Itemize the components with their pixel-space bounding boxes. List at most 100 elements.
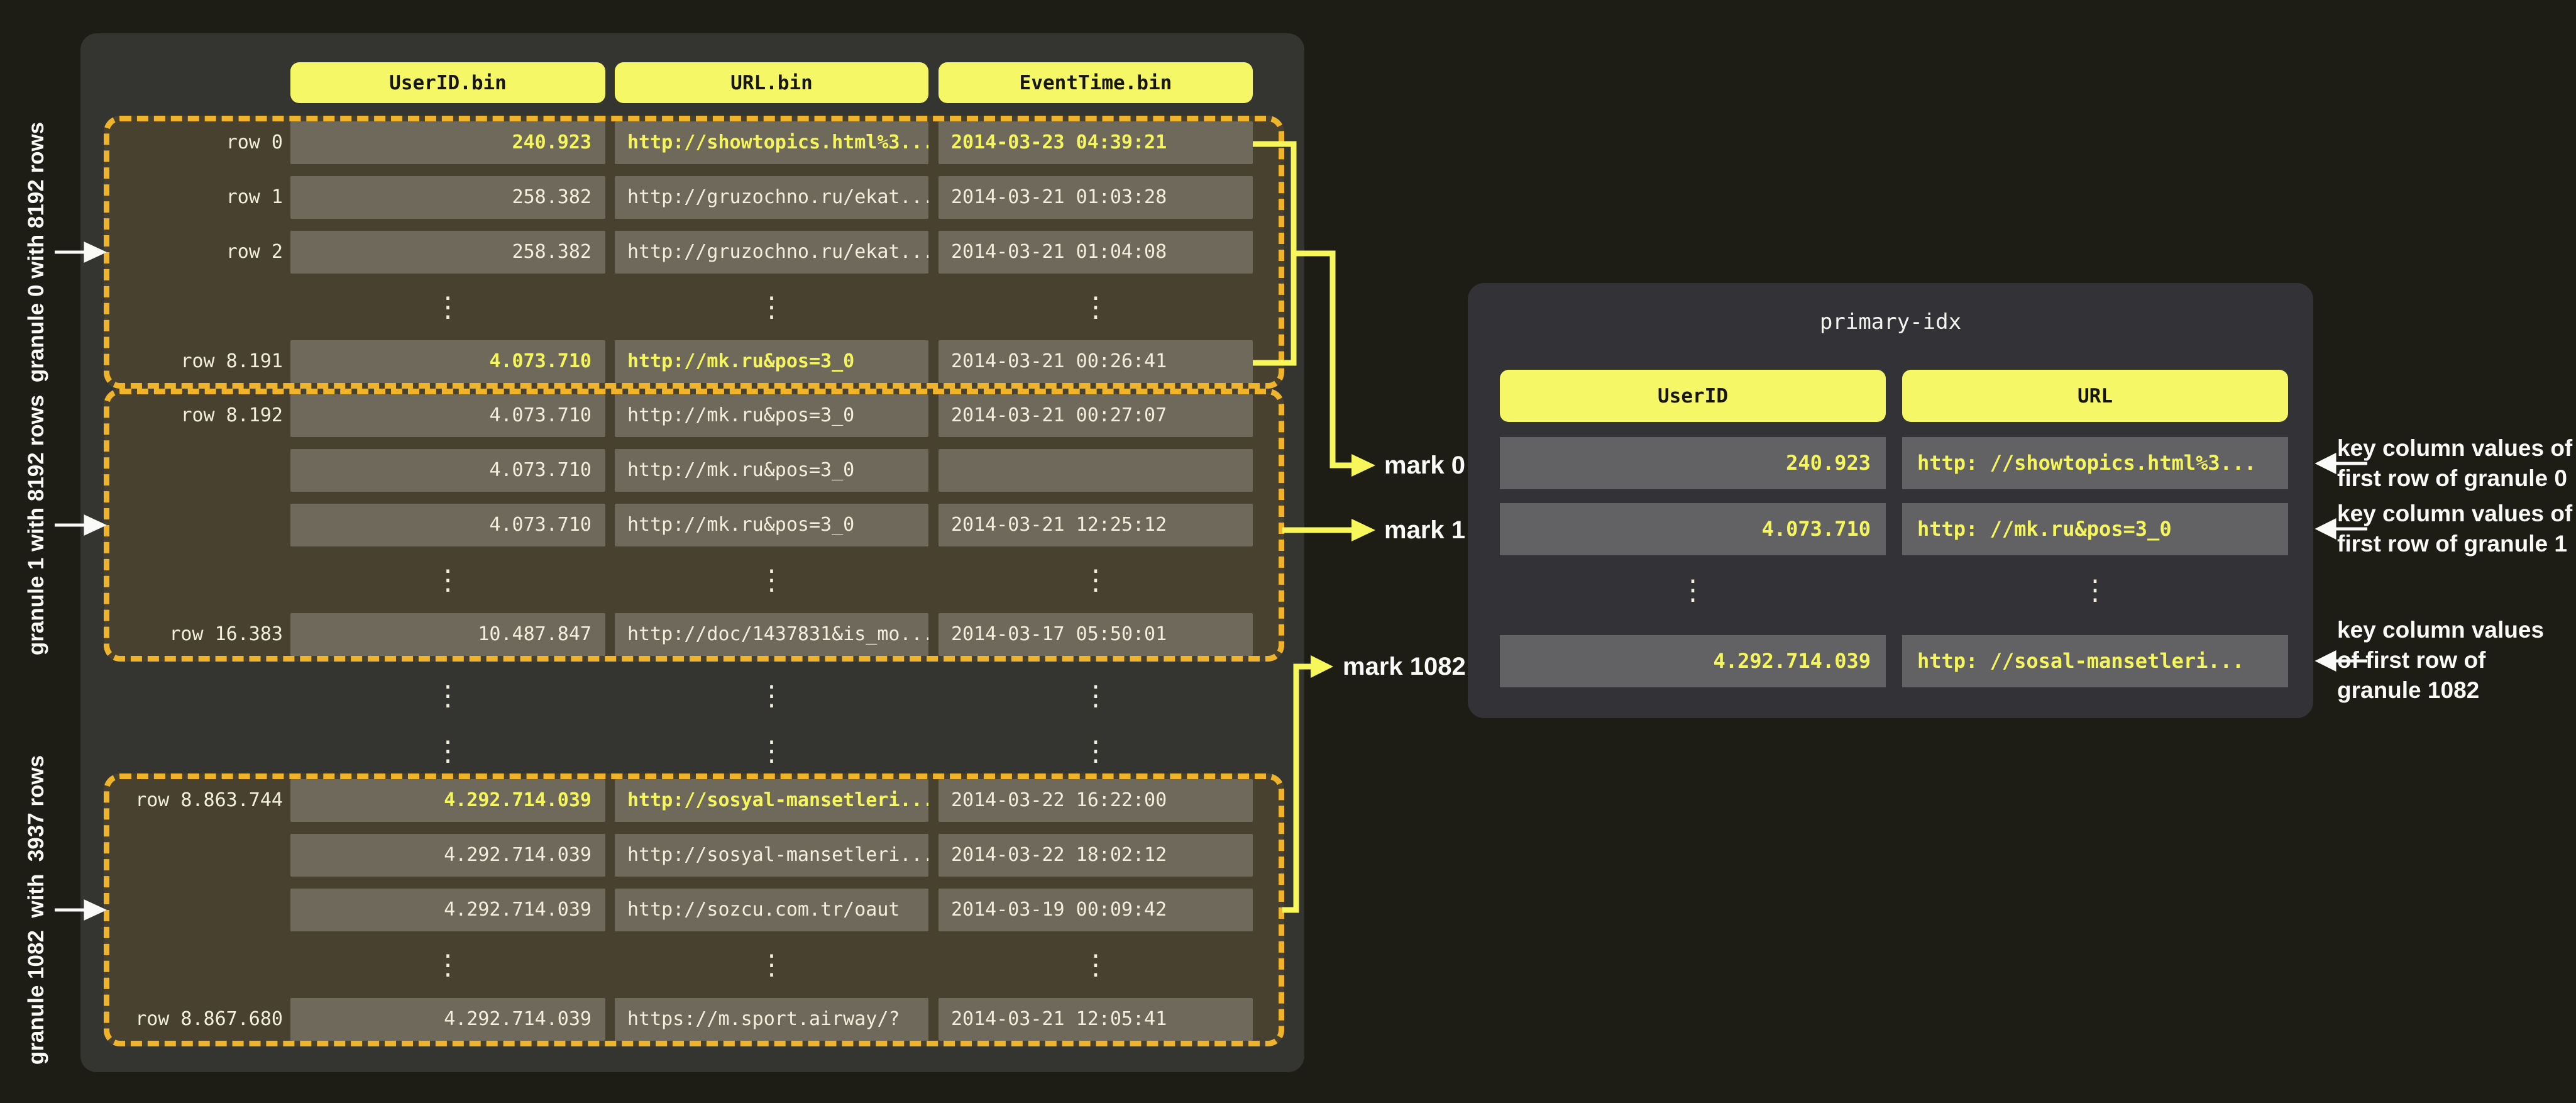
annotation-granule-1: key column values of first row of granul… [2337,501,2573,557]
vertical-ellipsis: ⋮ [757,679,786,712]
vertical-ellipsis: ⋮ [757,948,786,981]
cell-url: http://gruzochno.ru/ekat... [615,176,928,219]
vertical-ellipsis: ⋮ [757,563,786,596]
between-granules-ellipsis: ⋮ ⋮ ⋮ ⋮ ⋮ ⋮ [109,674,1253,772]
row-label [109,889,290,931]
index-cell-userid: 4.292.714.039 [1500,635,1886,687]
cell-user: 4.292.714.039 [290,998,605,1041]
mark-0-arrowhead [1351,454,1375,477]
vertical-ellipsis: ⋮ [434,734,462,767]
cell-url: http://showtopics.html%3... [615,121,928,164]
mark-1082-arrowhead [1311,655,1333,678]
vertical-ellipsis: ⋮ [434,679,462,712]
ellipsis-row: ⋮⋮⋮ [109,285,1279,328]
index-cell-url: http: //mk.ru&pos=3_0 [1902,503,2288,555]
cell-url: http://mk.ru&pos=3_0 [615,340,928,383]
cell-user: 4.073.710 [290,394,605,437]
row-label [109,558,290,601]
row-label [109,729,290,772]
cell-user: 4.292.714.039 [290,889,605,931]
primary-index-panel: primary-idx UserID URL 240.923 http: //s… [1468,283,2313,718]
ellipsis-row: ⋮ ⋮ ⋮ [109,729,1253,772]
row-label [109,504,290,546]
cell-user: 4.073.710 [290,340,605,383]
cell-time: 2014-03-21 12:25:12 [938,504,1253,546]
vertical-ellipsis: ⋮ [1082,679,1109,712]
row-label: row 2 [226,241,283,263]
vertical-ellipsis: ⋮ [757,734,786,767]
cell-url: http://sosyal-mansetleri... [615,779,928,822]
cell-time: 2014-03-21 12:05:41 [938,998,1253,1041]
cell-url: http://mk.ru&pos=3_0 [615,394,928,437]
index-cell-userid: 4.073.710 [1500,503,1886,555]
cell-user: 4.292.714.039 [290,834,605,877]
row-label: row 8.191 [180,350,283,372]
ellipsis-row: ⋮ ⋮ ⋮ [109,943,1279,986]
annotation-granule-0: key column values of first row of granul… [2337,435,2573,491]
row-label: row 1 [226,186,283,208]
mark-0-label: mark 0 [1384,452,1465,479]
vertical-ellipsis: ⋮ [1082,563,1109,596]
cell-url: http://mk.ru&pos=3_0 [615,449,928,492]
index-header-url: URL [1902,370,2288,422]
mark-1082-label: mark 1082 [1343,653,1466,680]
vertical-ellipsis: ⋮ [434,291,462,323]
mark-1-arrowhead [1351,519,1375,541]
vertical-ellipsis: ⋮ [434,563,462,596]
column-header-url-bin: URL.bin [615,62,928,103]
row-label [109,285,290,328]
vertical-ellipsis: ⋮ [1082,948,1109,981]
vertical-ellipsis: ⋮ [1679,574,1707,606]
row-label: row 8.863.744 [135,789,283,811]
cell-user: 4.073.710 [290,504,605,546]
annotation-granule-1082: key column values of first row of granul… [2337,617,2545,703]
cell-url: http://doc/1437831&is_mo... [615,613,928,656]
cell-url: http://mk.ru&pos=3_0 [615,504,928,546]
cell-user: 258.382 [290,231,605,274]
cell-time: 2014-03-21 00:27:07 [938,394,1253,437]
vertical-ellipsis: ⋮ [434,948,462,981]
cell-time: 2014-03-21 01:03:28 [938,176,1253,219]
cell-time: 2014-03-17 05:50:01 [938,613,1253,656]
cell-user: 4.292.714.039 [290,779,605,822]
cell-url: http://sozcu.com.tr/oaut [615,889,928,931]
cell-user: 258.382 [290,176,605,219]
vertical-ellipsis: ⋮ [2081,574,2109,606]
cell-time: 2014-03-23 04:39:21 [938,121,1253,164]
cell-time: 2014-03-21 00:26:41 [938,340,1253,383]
index-header-userid: UserID [1500,370,1886,422]
cell-time: 2014-03-22 16:22:00 [938,779,1253,822]
vertical-ellipsis: ⋮ [757,291,786,323]
row-label [109,834,290,877]
cell-url: https://m.sport.airway/? [615,998,928,1041]
row-label [109,943,290,986]
cell-time: 2014-03-22 18:02:12 [938,834,1253,877]
granule-1082-side-label: granule 1082 with 3937 rows [24,755,48,1065]
vertical-ellipsis: ⋮ [1082,734,1109,767]
row-label [109,449,290,492]
index-cell-url: http: //sosal-mansetleri... [1902,635,2288,687]
index-cell-userid: 240.923 [1500,437,1886,489]
column-header-eventtime-bin: EventTime.bin [938,62,1253,103]
cell-url: http://sosyal-mansetleri... [615,834,928,877]
ellipsis-row: ⋮ ⋮ ⋮ [109,558,1279,601]
mark-1-label: mark 1 [1384,516,1465,544]
cell-url: http://gruzochno.ru/ekat... [615,231,928,274]
cell-time: 2014-03-19 00:09:42 [938,889,1253,931]
row-label: row 16.383 [169,623,283,645]
